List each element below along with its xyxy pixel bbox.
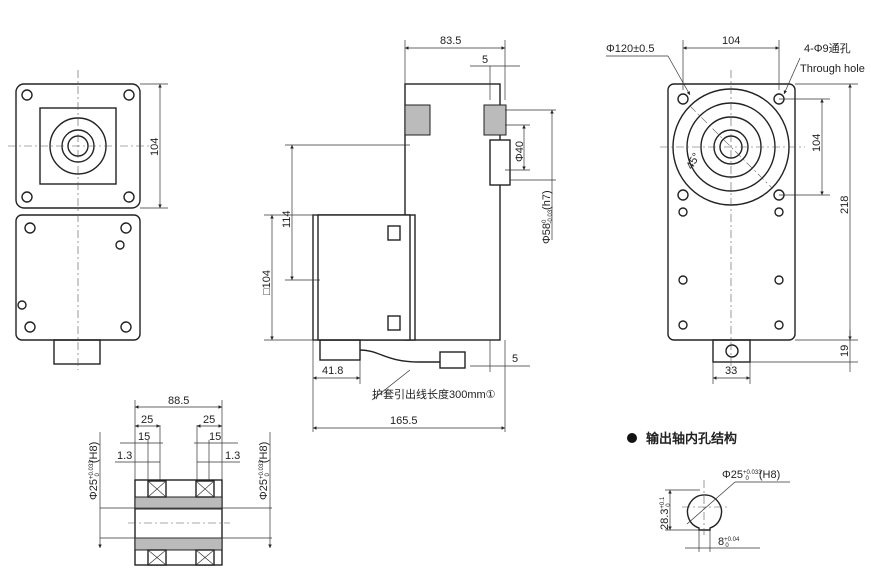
flange-dia-dim: Φ580-0.03(h7) [541, 190, 554, 244]
total-length-dim: 165.5 [390, 415, 418, 427]
left-15-dim: 15 [138, 431, 150, 443]
right-1.3-dim: 1.3 [225, 450, 240, 462]
bore-left-dim: Φ25+0.0330(H8) [88, 442, 101, 500]
holes-label: 4-Φ9通孔 [804, 42, 851, 55]
left-view: 104 [8, 70, 168, 370]
key-depth-dim: 28.3+0.10 [659, 496, 672, 530]
side-height-dim: 114 [281, 210, 293, 228]
side-view: 83.5 5 Φ40 Φ580-0.03(h7) 114 □104 41.8 5… [261, 35, 556, 432]
hole-pitch-dim: 104 [811, 134, 823, 152]
right-15-dim: 15 [209, 431, 221, 443]
side-length-dim: 83.5 [440, 35, 461, 47]
connector-height-dim: 19 [839, 345, 851, 357]
holes-en-label: Through hole [800, 63, 865, 75]
front-view: 45° Φ120±0.5 104 4-Φ9通孔 Through hole 104… [606, 35, 865, 384]
total-height-dim: 218 [839, 196, 851, 214]
shaft-offset-dim: 5 [482, 54, 488, 66]
bottom-offset-dim: 5 [512, 353, 518, 365]
cable-note: 护套引出线长度300mm① [372, 387, 496, 401]
bore-detail-title: 输出轴内孔结构 [646, 431, 737, 446]
right-25-dim: 25 [203, 414, 215, 426]
motor-square-dim: □104 [261, 270, 273, 295]
width-dim: 104 [722, 35, 740, 47]
shaft-dia-dim: Φ40 [514, 141, 526, 162]
left-25-dim: 25 [141, 414, 153, 426]
left-1.3-dim: 1.3 [117, 450, 132, 462]
pcd-label: Φ120±0.5 [606, 43, 654, 55]
connector-dim: 41.8 [322, 365, 343, 377]
section-width-dim: 88.5 [168, 395, 189, 407]
bullet-icon [627, 433, 637, 443]
connector-width-dim: 33 [725, 365, 737, 377]
left-height-dim: 104 [149, 138, 161, 156]
bore-right-dim: Φ25+0.0330(H8) [258, 442, 271, 500]
section-view: Φ25+0.0330(H8) Φ25+0.0330(H8) 88.5 25 25… [88, 395, 272, 566]
